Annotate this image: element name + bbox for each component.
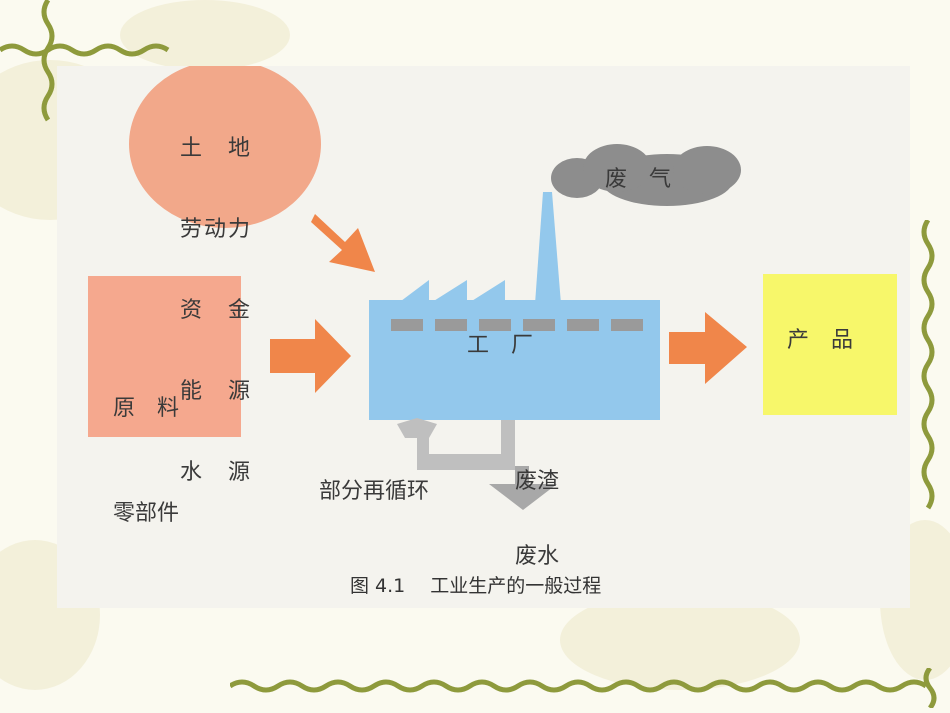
resource-water: 水 源 — [180, 460, 253, 485]
resource-land: 土 地 — [180, 136, 253, 161]
vine-decoration-bottom — [230, 668, 937, 708]
resource-capital: 资 金 — [180, 298, 253, 323]
diagram-figure: 土 地 劳动力 资 金 能 源 水 源 原 料 零部件 废 气 工 厂 产 品 … — [57, 66, 910, 608]
materials-parts: 零部件 — [113, 501, 180, 526]
factory-body — [369, 300, 660, 420]
waste-slag: 废渣 — [515, 469, 560, 494]
resources-labels: 土 地 劳动力 资 金 能 源 水 源 — [180, 81, 252, 540]
materials-labels: 原 料 零部件 — [113, 321, 179, 601]
product-arrow — [669, 312, 747, 384]
factory-label: 工 厂 — [467, 333, 534, 358]
resources-circle — [129, 66, 321, 228]
recycle-arrow — [397, 418, 515, 470]
factory-windows — [391, 319, 643, 331]
figure-caption: 图 4.1 工业生产的一般过程 — [350, 575, 602, 597]
factory-roof — [397, 280, 535, 304]
diagram-canvas — [88, 66, 897, 510]
materials-arrow — [270, 319, 351, 393]
resource-labor: 劳动力 — [180, 217, 253, 242]
vine-decoration-top-left — [0, 0, 170, 122]
resources-arrow — [311, 214, 375, 272]
waste-arrow — [489, 466, 557, 510]
recycle-label: 部分再循环 — [319, 479, 430, 504]
smoke-cloud — [551, 144, 741, 206]
smoke-label: 废 气 — [605, 167, 672, 192]
waste-labels: 废渣 废水 — [515, 419, 559, 619]
product-label: 产 品 — [787, 328, 854, 353]
background-flower — [120, 0, 290, 70]
materials-raw: 原 料 — [113, 396, 180, 421]
materials-box — [88, 276, 241, 437]
factory-chimney — [535, 192, 561, 304]
product-box — [763, 274, 897, 415]
vine-decoration-right — [921, 220, 935, 510]
waste-water: 废水 — [515, 544, 560, 569]
resource-energy: 能 源 — [180, 379, 253, 404]
